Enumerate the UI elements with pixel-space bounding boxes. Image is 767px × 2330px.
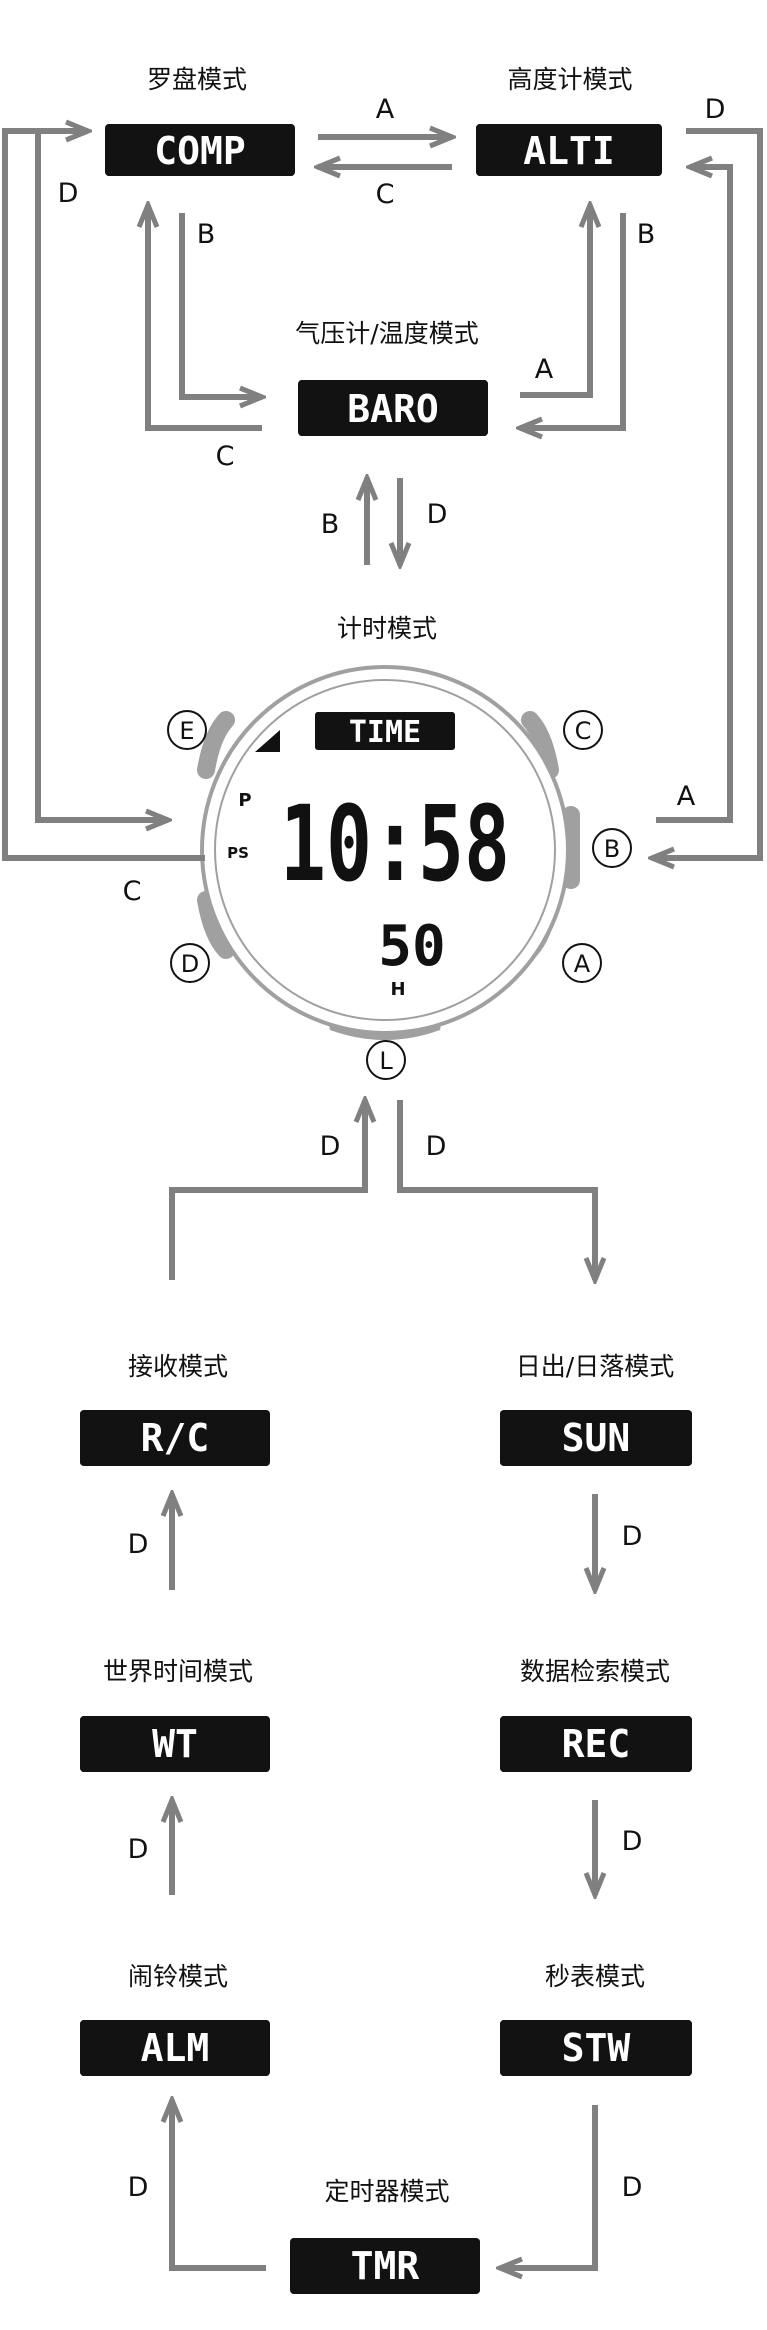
indicator-p: P <box>238 790 251 811</box>
button-label-d: D <box>170 943 210 983</box>
alm-display: ALM <box>80 2020 270 2076</box>
button-label-e: E <box>167 710 207 750</box>
comp-display: COMP <box>105 124 295 176</box>
arrow-alti-to-baro <box>520 213 626 428</box>
label-baro-to-alti: A <box>535 354 554 385</box>
time-mode-title: 计时模式 <box>337 614 437 643</box>
tmr-mode-title: 定时器模式 <box>324 2177 449 2206</box>
label-sun-to-rec: D <box>622 1521 643 1552</box>
label-baro-to-time: D <box>427 499 448 530</box>
svg-text:D: D <box>181 950 199 978</box>
arrow-baro-to-comp <box>148 205 262 431</box>
rc-mode-title: 接收模式 <box>128 1352 228 1381</box>
main-time-readout: 10:58 <box>280 783 510 905</box>
sun-display-label: SUN <box>562 1416 631 1460</box>
arrow-rc-to-time <box>169 1100 365 1280</box>
alti-display-label: ALTI <box>523 129 615 173</box>
label-comp-to-alti: A <box>376 94 395 125</box>
svg-text:A: A <box>574 950 591 978</box>
label-time-to-sun: D <box>426 1131 447 1162</box>
svg-text:L: L <box>379 1047 393 1075</box>
label-baro-to-comp: C <box>216 441 235 472</box>
svg-text:C: C <box>575 717 592 745</box>
tmr-display: TMR <box>290 2238 480 2294</box>
label-comp-to-time: D <box>58 178 79 209</box>
label-alti-to-baro: B <box>637 219 656 250</box>
wt-display: WT <box>80 1716 270 1772</box>
seconds-readout: 50 <box>378 914 445 979</box>
baro-mode-title: 气压计/温度模式 <box>295 319 478 348</box>
arrow-comp-to-baro <box>179 213 262 397</box>
wt-mode-title: 世界时间模式 <box>103 1657 253 1686</box>
rec-display-label: REC <box>562 1722 631 1766</box>
button-e-side[interactable] <box>197 711 235 779</box>
rc-display-label: R/C <box>141 1416 210 1460</box>
alti-mode-title: 高度计模式 <box>507 65 632 94</box>
label-wt-to-rc: D <box>128 1529 149 1560</box>
arrow-tmr-to-alm <box>172 2100 266 2271</box>
arrow-time-to-sun <box>397 1100 595 1280</box>
arrow-baro-to-alti <box>520 205 590 398</box>
label-comp-to-baro: B <box>197 219 216 250</box>
label-alti-to-comp: C <box>376 179 395 210</box>
indicator-h: H <box>390 979 405 1000</box>
rec-display: REC <box>500 1716 692 1772</box>
label-time-to-comp: C <box>123 876 142 907</box>
arrow-time-to-comp <box>2 131 205 861</box>
alm-mode-title: 闹铃模式 <box>128 1962 228 1991</box>
baro-display-label: BARO <box>347 387 439 431</box>
label-tmr-to-alm: D <box>128 2172 149 2203</box>
stw-display: STW <box>500 2020 692 2076</box>
svg-text:B: B <box>604 835 620 863</box>
button-label-c: C <box>563 710 603 750</box>
label-time-to-alti: A <box>677 781 696 812</box>
sun-display: SUN <box>500 1410 692 1466</box>
button-label-a: A <box>562 943 602 983</box>
arrow-time-to-alti <box>656 167 733 823</box>
label-rc-to-time: D <box>320 1131 341 1162</box>
sun-mode-title: 日出/日落模式 <box>516 1352 674 1381</box>
button-label-l: L <box>366 1040 406 1080</box>
comp-display-label: COMP <box>154 129 246 173</box>
stw-mode-title: 秒表模式 <box>545 1962 645 1991</box>
baro-display: BARO <box>298 380 488 436</box>
button-label-b: B <box>592 828 632 868</box>
arrow-alti-to-time <box>652 128 763 858</box>
label-rec-to-stw: D <box>622 1826 643 1857</box>
stw-display-label: STW <box>562 2026 631 2070</box>
rec-mode-title: 数据检索模式 <box>520 1657 670 1686</box>
svg-text:E: E <box>179 717 194 745</box>
button-d-side[interactable] <box>197 891 235 959</box>
comp-mode-title: 罗盘模式 <box>147 65 247 94</box>
wt-display-label: WT <box>152 1722 198 1766</box>
time-display-label: TIME <box>349 715 421 750</box>
tmr-display-label: TMR <box>351 2244 420 2288</box>
alm-display-label: ALM <box>141 2026 210 2070</box>
label-alm-to-wt: D <box>128 1834 149 1865</box>
rc-display: R/C <box>80 1410 270 1466</box>
label-time-to-baro: B <box>321 509 340 540</box>
signal-indicator-icon <box>255 730 280 752</box>
label-alti-to-time: D <box>705 94 726 125</box>
indicator-ps: PS <box>227 844 249 862</box>
watch-face: TIME P PS 10:58 50 H <box>197 665 580 1040</box>
arrow-stw-to-tmr <box>500 2105 598 2268</box>
alti-display: ALTI <box>476 124 662 176</box>
label-stw-to-tmr: D <box>622 2172 643 2203</box>
